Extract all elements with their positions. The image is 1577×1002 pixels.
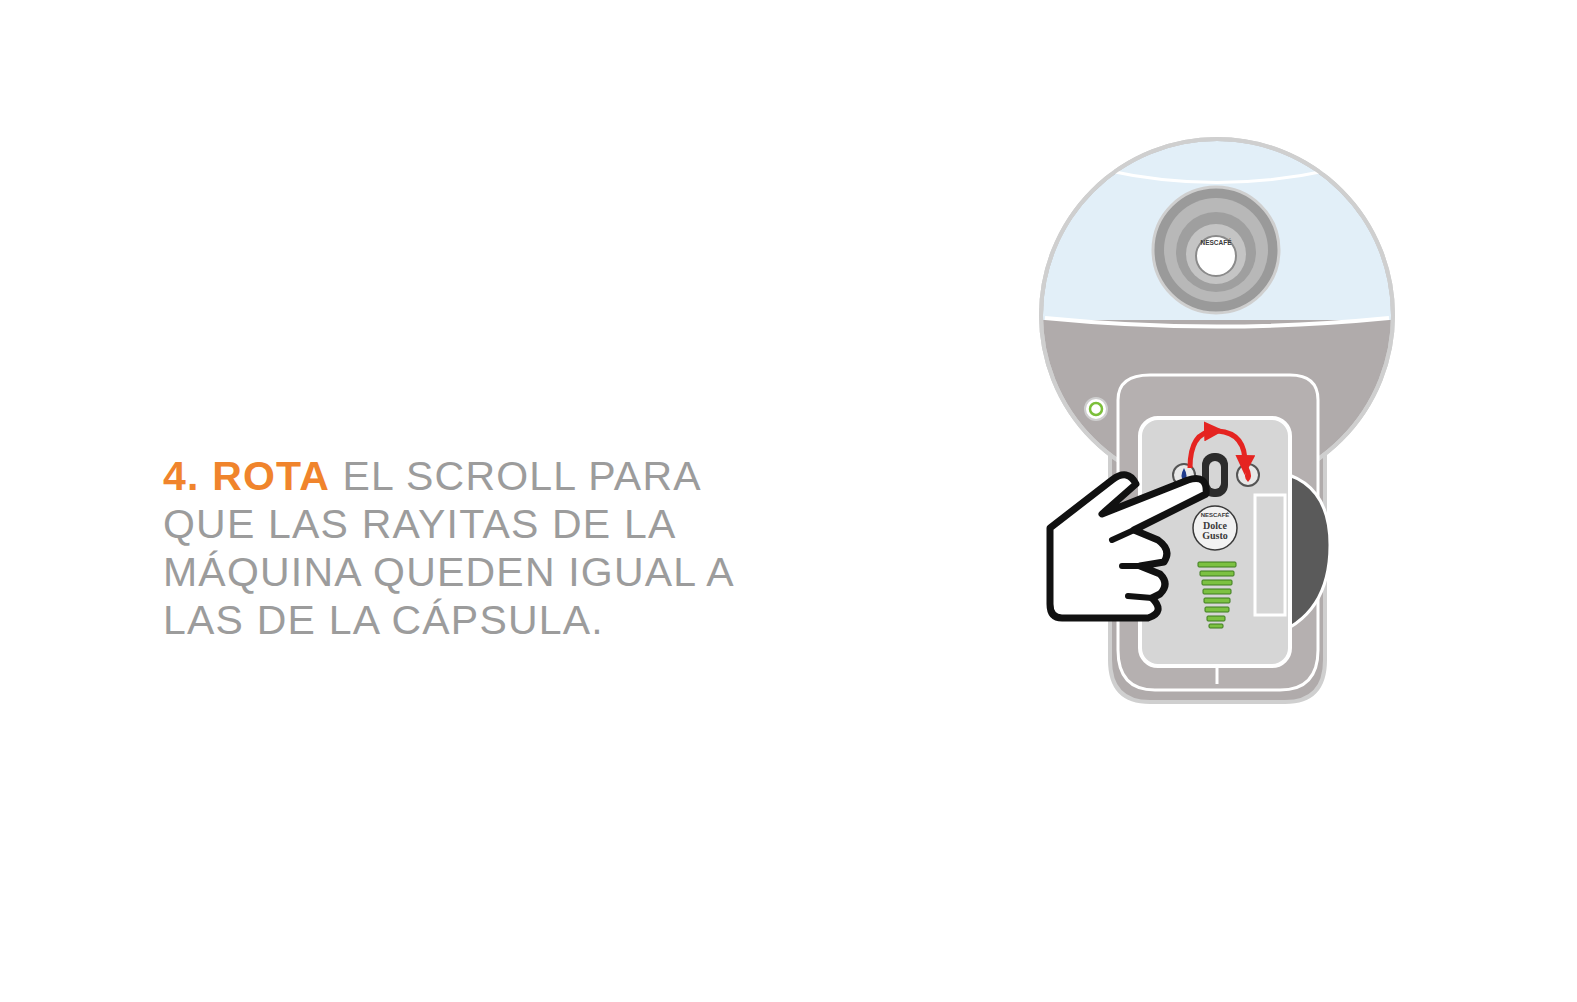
- instruction-text: 4. ROTAEL SCROLL PARA QUE LAS RAYITAS DE…: [163, 452, 803, 644]
- step-heading: 4. ROTA: [163, 453, 330, 499]
- logo-name: Dolce Gusto: [1199, 521, 1231, 541]
- lens-brand: NESCAFÉ: [1196, 239, 1236, 247]
- logo-brand: NESCAFÉ: [1195, 512, 1235, 519]
